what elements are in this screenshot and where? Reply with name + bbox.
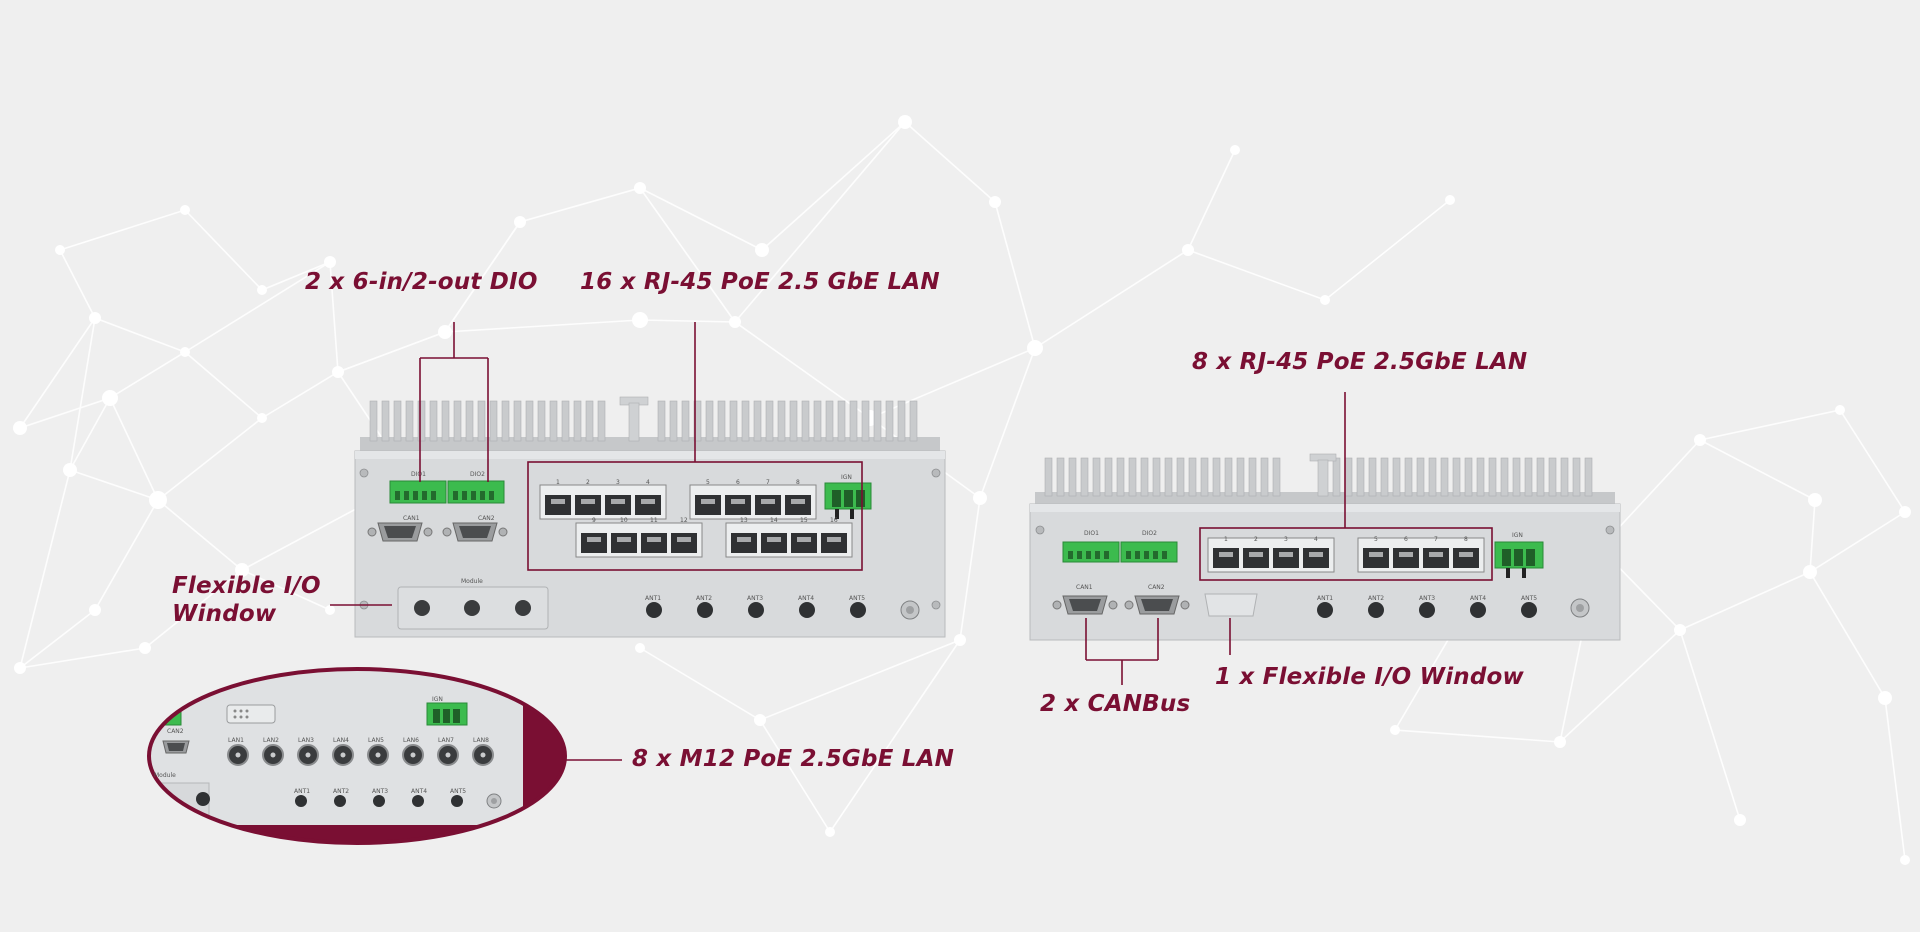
left-ant3-label: ANT3 bbox=[747, 595, 764, 602]
zoom-lan1-label: LAN1 bbox=[228, 737, 244, 744]
right-dio-terminals bbox=[1062, 541, 1178, 563]
callout-m12-lan: 8 x M12 PoE 2.5GbE LAN bbox=[632, 746, 955, 772]
left-ant1-label: ANT1 bbox=[645, 595, 662, 602]
left-lan8-label: 8 bbox=[796, 479, 800, 486]
left-dio-terminals bbox=[389, 480, 505, 504]
right-can2-label: CAN2 bbox=[1148, 584, 1165, 591]
left-lan9-label: 9 bbox=[592, 517, 596, 524]
right-ign-label: IGN bbox=[1512, 532, 1523, 539]
right-ant5-label: ANT5 bbox=[1521, 595, 1538, 602]
zoom-ant2-label: ANT2 bbox=[333, 788, 350, 795]
left-lan4-label: 4 bbox=[646, 479, 650, 486]
m12-zoom-inset bbox=[147, 667, 567, 845]
right-lan1-label: 1 bbox=[1224, 536, 1228, 543]
callout-flexible-io-line1: Flexible I/O bbox=[172, 573, 321, 599]
left-dio2-label: DIO2 bbox=[470, 471, 485, 478]
left-lan11-label: 11 bbox=[650, 517, 658, 524]
left-module-label: Module bbox=[461, 578, 483, 585]
right-antenna-ports bbox=[1317, 602, 1537, 618]
left-lan7-label: 7 bbox=[766, 479, 770, 486]
callout-flexible-io-line2: Window bbox=[172, 601, 277, 627]
right-flexible-io-window bbox=[1204, 593, 1258, 617]
right-lan8-label: 8 bbox=[1464, 536, 1468, 543]
zoom-lan7-label: LAN7 bbox=[438, 737, 454, 744]
right-lan4-label: 4 bbox=[1314, 536, 1318, 543]
zoom-ant4-label: ANT4 bbox=[411, 788, 428, 795]
zoom-lan5-label: LAN5 bbox=[368, 737, 384, 744]
zoom-lan4-label: LAN4 bbox=[333, 737, 349, 744]
left-can1-label: CAN1 bbox=[403, 515, 420, 522]
left-lan10-label: 10 bbox=[620, 517, 628, 524]
left-ant2-label: ANT2 bbox=[696, 595, 713, 602]
zoom-ign-label: IGN bbox=[432, 696, 443, 703]
right-ign-terminal bbox=[1494, 541, 1544, 578]
callout-dio: 2 x 6-in/2-out DIO bbox=[305, 269, 538, 295]
right-can-connectors bbox=[1052, 595, 1190, 615]
zoom-lan3-label: LAN3 bbox=[298, 737, 314, 744]
right-lan7-label: 7 bbox=[1434, 536, 1438, 543]
zoom-ant3-label: ANT3 bbox=[372, 788, 389, 795]
right-lan6-label: 6 bbox=[1404, 536, 1408, 543]
left-lan6-label: 6 bbox=[736, 479, 740, 486]
right-lan2-label: 2 bbox=[1254, 536, 1258, 543]
right-dio1-label: DIO1 bbox=[1084, 530, 1099, 537]
zoom-lan8-label: LAN8 bbox=[473, 737, 489, 744]
left-lan5-label: 5 bbox=[706, 479, 710, 486]
right-ant4-label: ANT4 bbox=[1470, 595, 1487, 602]
left-ant5-label: ANT5 bbox=[849, 595, 866, 602]
callout-8-lan: 8 x RJ-45 PoE 2.5GbE LAN bbox=[1192, 349, 1528, 375]
left-lan16-label: 16 bbox=[830, 517, 838, 524]
right-dio2-label: DIO2 bbox=[1142, 530, 1157, 537]
zoom-lan2-label: LAN2 bbox=[263, 737, 279, 744]
right-lan5-label: 5 bbox=[1374, 536, 1378, 543]
left-lan15-label: 15 bbox=[800, 517, 808, 524]
left-can-connectors bbox=[367, 522, 508, 542]
callout-canbus: 2 x CANBus bbox=[1040, 691, 1191, 717]
right-ant1-label: ANT1 bbox=[1317, 595, 1334, 602]
left-lan1-label: 1 bbox=[556, 479, 560, 486]
left-ant4-label: ANT4 bbox=[798, 595, 815, 602]
m12-connectors bbox=[227, 744, 494, 766]
zoom-ant1-label: ANT1 bbox=[294, 788, 311, 795]
zoom-lan6-label: LAN6 bbox=[403, 737, 419, 744]
right-can1-label: CAN1 bbox=[1076, 584, 1093, 591]
right-lan3-label: 3 bbox=[1284, 536, 1288, 543]
zoom-can-label: CAN2 bbox=[167, 728, 184, 735]
left-dio1-label: DIO1 bbox=[411, 471, 426, 478]
left-lan3-label: 3 bbox=[616, 479, 620, 486]
left-lan2-label: 2 bbox=[586, 479, 590, 486]
right-heatsink bbox=[1035, 453, 1615, 504]
left-antenna-ports bbox=[646, 602, 866, 618]
right-ant2-label: ANT2 bbox=[1368, 595, 1385, 602]
left-lan13-label: 13 bbox=[740, 517, 748, 524]
left-ign-label: IGN bbox=[841, 474, 852, 481]
callout-16-lan: 16 x RJ-45 PoE 2.5 GbE LAN bbox=[580, 269, 940, 295]
zoom-ant5-label: ANT5 bbox=[450, 788, 467, 795]
left-can2-label: CAN2 bbox=[478, 515, 495, 522]
right-ground-screw-icon bbox=[1570, 598, 1590, 618]
right-device-image bbox=[1029, 453, 1621, 641]
zoom-module-label: Module bbox=[154, 772, 176, 779]
left-heatsink bbox=[360, 396, 940, 451]
right-ant3-label: ANT3 bbox=[1419, 595, 1436, 602]
left-ground-screw-icon bbox=[900, 600, 920, 620]
callout-flexible-io-window: 1 x Flexible I/O Window bbox=[1215, 664, 1524, 690]
left-lan14-label: 14 bbox=[770, 517, 778, 524]
left-lan12-label: 12 bbox=[680, 517, 688, 524]
